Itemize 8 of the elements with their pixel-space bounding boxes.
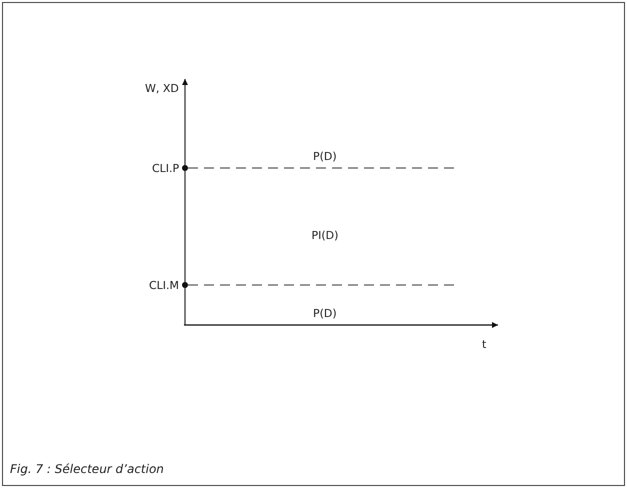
level-label: CLI.M: [149, 279, 180, 292]
axis-label: W, XD: [145, 82, 179, 95]
axis-label: t: [482, 338, 486, 351]
zone-label: P(D): [313, 307, 337, 320]
zone-label: PI(D): [312, 229, 338, 242]
zone-label: P(D): [313, 150, 337, 163]
figure-caption: Fig. 7 : Sélecteur d’action: [10, 462, 164, 476]
level-label: CLI.P: [152, 162, 180, 175]
